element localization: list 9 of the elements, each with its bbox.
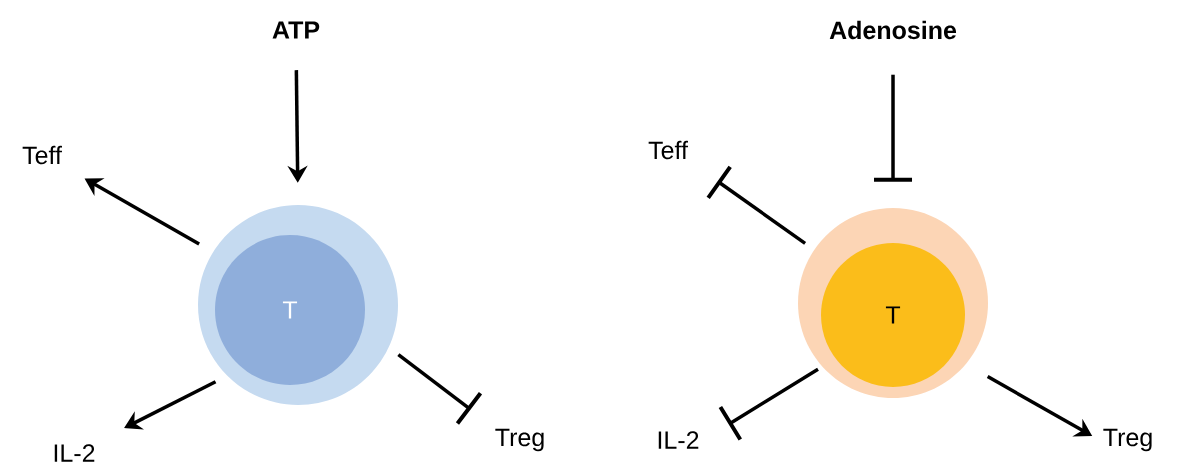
heading: ATP [272,21,320,39]
cell-label: IL-2 [658,431,699,449]
inhibition-line [874,74,912,182]
cell-label: Teff [648,140,688,160]
cell-label: Treg [1103,428,1152,452]
cell-label: Treg [495,428,544,452]
heading: Adenosine [829,20,957,40]
cell-label: IL-2 [54,444,95,462]
cell-label: Teff [22,145,62,165]
